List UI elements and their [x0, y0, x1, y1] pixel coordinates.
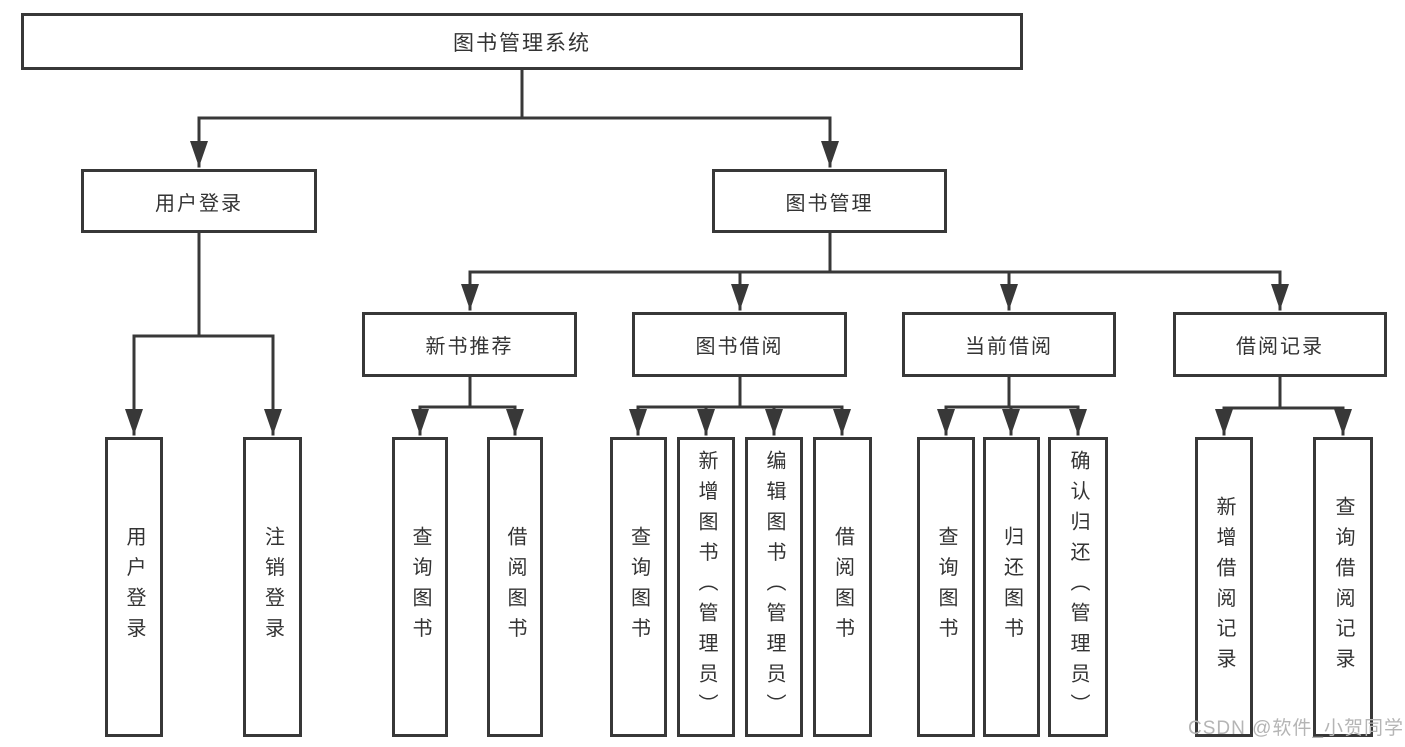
leaf-borrow-books-recommend: 借阅图书 — [487, 437, 543, 737]
leaf-query-books-borrow: 查询图书 — [610, 437, 667, 737]
node-user-login: 用户登录 — [81, 169, 317, 233]
leaf-edit-book-admin-label: 编辑图书（管理员） — [763, 450, 785, 724]
leaf-add-book-admin: 新增图书（管理员） — [677, 437, 735, 737]
node-current-borrow: 当前借阅 — [902, 312, 1116, 377]
leaf-query-books-recommend-label: 查询图书 — [409, 526, 431, 648]
leaf-return-book: 归还图书 — [983, 437, 1040, 737]
node-library-management-system: 图书管理系统 — [21, 13, 1023, 70]
leaf-borrow-books-borrow: 借阅图书 — [813, 437, 872, 737]
leaf-logout-login: 注销登录 — [243, 437, 302, 737]
leaf-query-borrow-record-label: 查询借阅记录 — [1332, 495, 1354, 679]
leaf-query-books-recommend: 查询图书 — [392, 437, 448, 737]
leaf-edit-book-admin: 编辑图书（管理员） — [745, 437, 803, 737]
csdn-watermark: CSDN @软件_小贺同学 — [1188, 718, 1404, 739]
leaf-query-books-current: 查询图书 — [917, 437, 975, 737]
leaf-confirm-return-admin: 确认归还（管理员） — [1048, 437, 1108, 737]
leaf-user-login: 用户登录 — [105, 437, 163, 737]
leaf-query-books-current-label: 查询图书 — [935, 526, 957, 648]
leaf-return-book-label: 归还图书 — [1000, 526, 1023, 648]
node-book-management: 图书管理 — [712, 169, 947, 233]
leaf-add-borrow-record: 新增借阅记录 — [1195, 437, 1253, 737]
leaf-borrow-books-recommend-label: 借阅图书 — [504, 526, 526, 648]
node-book-borrow: 图书借阅 — [632, 312, 847, 377]
node-new-book-recommend: 新书推荐 — [362, 312, 577, 377]
leaf-user-login-label: 用户登录 — [123, 526, 145, 648]
leaf-add-book-admin-label: 新增图书（管理员） — [695, 450, 717, 724]
leaf-add-borrow-record-label: 新增借阅记录 — [1213, 495, 1235, 679]
node-borrow-records: 借阅记录 — [1173, 312, 1387, 377]
leaf-confirm-return-admin-label: 确认归还（管理员） — [1067, 450, 1089, 724]
leaf-borrow-books-borrow-label: 借阅图书 — [831, 526, 854, 648]
leaf-logout-login-label: 注销登录 — [261, 526, 284, 648]
leaf-query-borrow-record: 查询借阅记录 — [1313, 437, 1373, 737]
leaf-query-books-borrow-label: 查询图书 — [627, 526, 650, 648]
